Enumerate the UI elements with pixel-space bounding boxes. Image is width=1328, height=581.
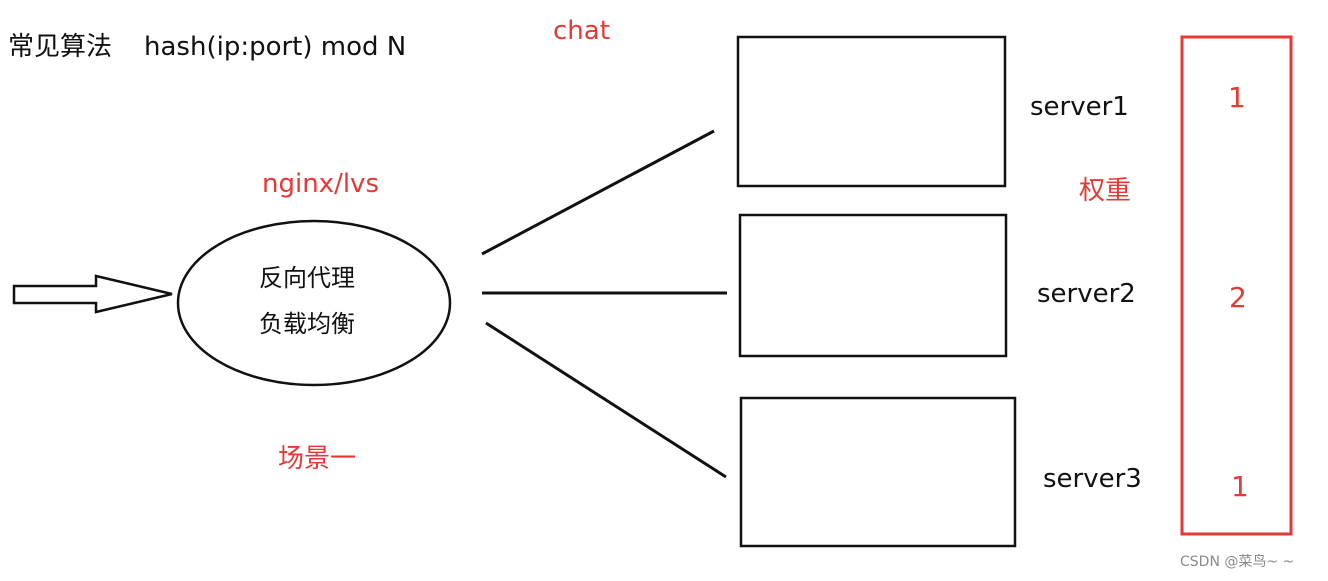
server3-box: [739, 396, 1017, 548]
source-watermark: CSDN @菜鸟~ ~: [1180, 554, 1295, 570]
server1-box: [736, 35, 1007, 188]
scene-label: 场景一: [278, 444, 357, 474]
server1-weight: 1: [1228, 81, 1246, 114]
server3-weight: 1: [1231, 470, 1249, 503]
reverse-proxy-label: 反向代理: [259, 264, 355, 292]
proxy-tech-label: nginx/lvs: [262, 169, 379, 199]
hash-formula: hash(ip:port) mod N: [144, 32, 407, 62]
server2-label: server2: [1037, 279, 1136, 309]
chat-label: chat: [553, 16, 610, 46]
link-to-server3: [485, 321, 727, 479]
algorithm-label: 常见算法: [8, 32, 113, 62]
proxy-ellipse: [176, 219, 452, 387]
weight-label: 权重: [1079, 176, 1132, 206]
server2-weight: 2: [1229, 281, 1247, 314]
load-balancing-label: 负载均衡: [259, 310, 355, 338]
weight-highlight-box: [1180, 35, 1293, 536]
heading: 常见算法 hash(ip:port) mod N: [8, 34, 406, 60]
server1-label: server1: [1030, 92, 1129, 122]
server2-box: [738, 213, 1008, 358]
server3-label: server3: [1043, 464, 1142, 494]
link-to-server1: [481, 129, 715, 256]
incoming-arrow: [12, 274, 173, 314]
